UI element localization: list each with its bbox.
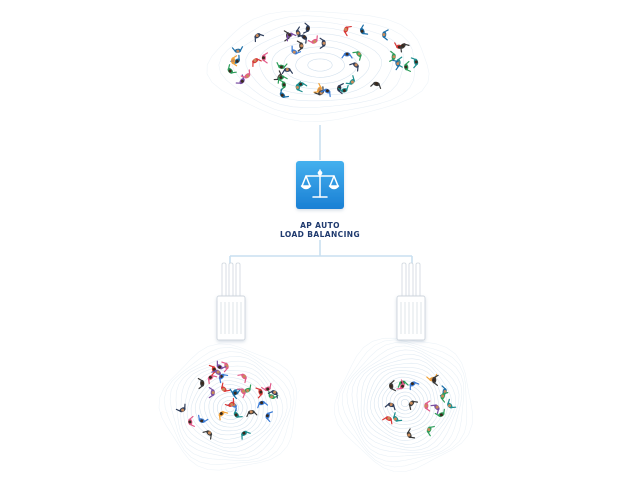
signal-rings-left: [158, 343, 297, 471]
crowd-left-access-point: [175, 360, 279, 440]
signal-rings-right: [334, 337, 473, 472]
signal-rings-top: [206, 10, 430, 122]
hub-label-line-2: LOAD BALANCING: [279, 230, 361, 239]
crowd-right-access-point: [382, 373, 457, 439]
hub-label-line-1: AP AUTO: [300, 221, 340, 230]
access-point-left: [216, 262, 246, 341]
balance-scale-icon: [300, 169, 340, 198]
crowd-unbalanced-top: [227, 22, 419, 98]
access-point-right: [396, 262, 426, 341]
